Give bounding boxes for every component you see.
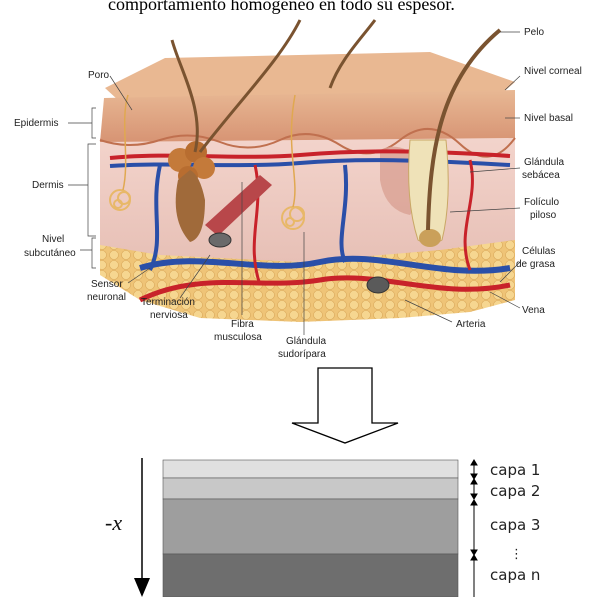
label-glandula-sud-2: sudorípara [278, 349, 326, 360]
label-vena: Vena [522, 305, 545, 316]
label-sensor-2: neuronal [87, 292, 126, 303]
label-nivel-sub-2: subcutáneo [24, 248, 76, 259]
dermis-bracket [68, 144, 96, 236]
sensor-corpuscle [367, 277, 389, 293]
subcutaneo-bracket [80, 238, 96, 268]
depth-axis: -x [105, 458, 150, 597]
label-nivel-sub-1: Nivel [42, 234, 64, 245]
top-caption: comportamiento homogéneo en todo su espe… [108, 0, 455, 14]
layer-capa-n [163, 554, 458, 597]
layer-model [163, 460, 458, 597]
label-celulas-1: Células [522, 246, 555, 257]
label-capa-n: capa n [490, 566, 540, 584]
label-capa-2: capa 2 [490, 482, 540, 500]
label-glandula-sud-1: Glándula [286, 336, 326, 347]
label-poro: Poro [88, 70, 110, 81]
transform-arrow [292, 368, 398, 443]
layer-capa-3 [163, 499, 458, 554]
label-celulas-2: de grasa [516, 259, 555, 270]
label-capa-1: capa 1 [490, 461, 540, 479]
label-terminacion-2: nerviosa [150, 310, 188, 321]
label-nivel-basal: Nivel basal [524, 113, 573, 124]
depth-axis-label: -x [105, 510, 122, 535]
layer-capa-2 [163, 478, 458, 499]
thickness-markers [471, 460, 477, 597]
label-terminacion-1: Terminación [141, 297, 195, 308]
sensor-corpuscle [209, 233, 231, 247]
label-nivel-corneal: Nivel corneal [524, 66, 582, 77]
label-foliculo-1: Folículo [524, 197, 559, 208]
label-pelo: Pelo [524, 27, 544, 38]
label-dermis: Dermis [32, 180, 64, 191]
label-foliculo-2: piloso [530, 210, 557, 221]
depth-axis-arrowhead [134, 578, 150, 597]
skin-illustration [100, 20, 515, 322]
layer-capa-1 [163, 460, 458, 478]
label-fibra-2: musculosa [214, 332, 262, 343]
label-fibra-1: Fibra [231, 319, 254, 330]
layer-labels: capa 1 capa 2 capa 3 ⋮ capa n [490, 461, 540, 584]
epidermis-bracket [68, 108, 96, 138]
label-arteria: Arteria [456, 319, 486, 330]
label-epidermis: Epidermis [14, 118, 58, 129]
label-glandula-seb-1: Glándula [524, 157, 564, 168]
label-glandula-seb-2: sebácea [522, 170, 560, 181]
hair-bulb [419, 229, 441, 247]
layer-ellipsis: ⋮ [510, 547, 523, 562]
label-capa-3: capa 3 [490, 516, 540, 534]
label-sensor-1: Sensor [91, 279, 123, 290]
